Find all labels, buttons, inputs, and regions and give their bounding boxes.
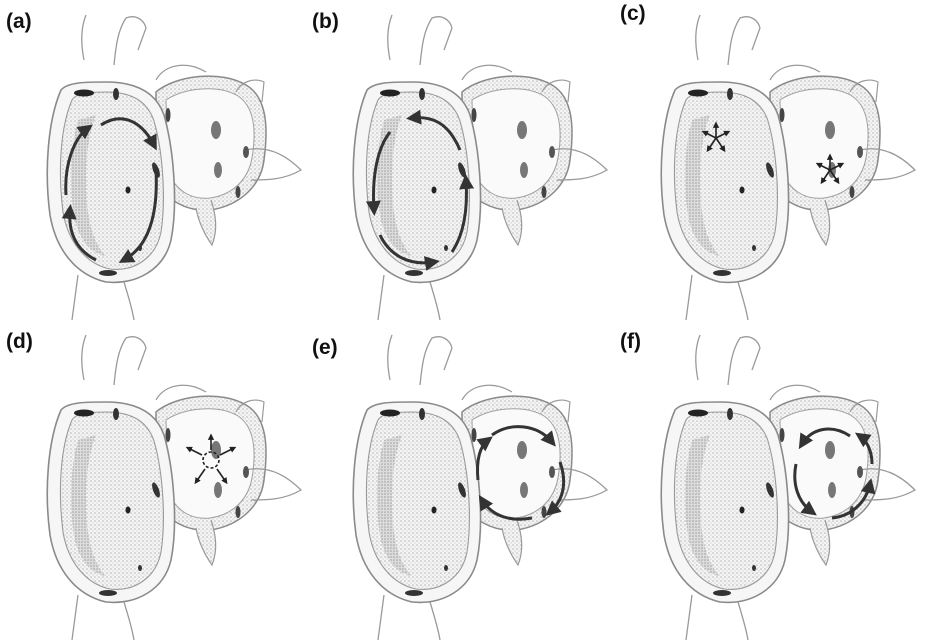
panel-a: (a) — [6, 10, 306, 310]
panel-f: (f) — [620, 330, 920, 630]
panel-d: (d) — [6, 330, 306, 630]
panel-c: (c) — [620, 2, 920, 302]
organ-diagram-a — [6, 20, 306, 320]
organ-diagram-b — [312, 20, 612, 320]
panel-e: (e) — [312, 336, 612, 636]
organ-diagram-f — [620, 340, 920, 640]
panel-b: (b) — [312, 10, 612, 310]
organ-diagram-c — [620, 20, 920, 320]
organ-diagram-d — [6, 340, 306, 640]
organ-diagram-e — [312, 340, 612, 640]
